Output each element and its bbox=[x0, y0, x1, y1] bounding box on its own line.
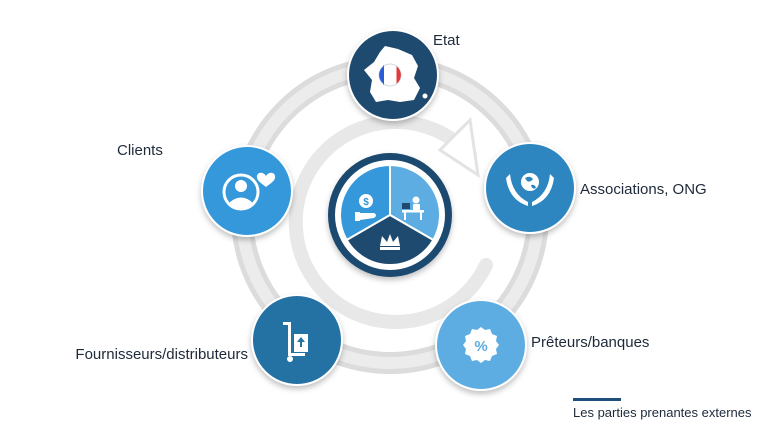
hand-truck-icon bbox=[283, 322, 308, 362]
caption-accent-bar bbox=[573, 398, 621, 401]
label-fournisseurs: Fournisseurs/distributeurs bbox=[75, 346, 248, 363]
label-preteurs: Prêteurs/banques bbox=[531, 334, 649, 351]
node-fournisseurs bbox=[251, 294, 343, 386]
user-heart-icon bbox=[222, 172, 276, 211]
label-clients: Clients bbox=[117, 142, 163, 159]
svg-text:%: % bbox=[474, 338, 487, 355]
label-etat: Etat bbox=[433, 32, 461, 49]
label-associations: Associations, ONG bbox=[580, 181, 707, 198]
desk-worker-icon bbox=[402, 196, 424, 220]
svg-text:$: $ bbox=[363, 197, 369, 208]
inner-cycle-arrow bbox=[288, 114, 493, 329]
percent-badge-icon: % bbox=[463, 327, 499, 363]
center-hub: $ bbox=[328, 153, 452, 277]
hands-globe-icon bbox=[506, 173, 554, 206]
node-associations bbox=[484, 142, 576, 234]
diagram-caption: Les parties prenantes externes bbox=[573, 405, 752, 420]
node-clients bbox=[201, 145, 293, 237]
france-map-icon bbox=[364, 46, 420, 102]
crown-icon bbox=[380, 234, 400, 250]
node-etat bbox=[347, 29, 439, 121]
node-preteurs: % bbox=[435, 299, 527, 391]
money-hand-icon: $ bbox=[355, 194, 376, 221]
